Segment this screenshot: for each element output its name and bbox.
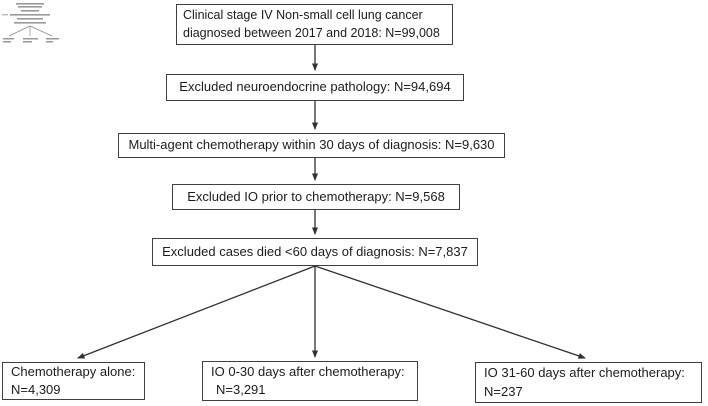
flow-box-text: IO 0-30 days after chemotherapy: xyxy=(211,363,405,379)
flow-box-text: Excluded neuroendocrine pathology: N=94,… xyxy=(179,79,451,95)
flow-box-io-0-30-days: IO 0-30 days after chemotherapy: N=3,291 xyxy=(202,361,418,401)
flow-box-stage-iv: Clinical stage IV Non-small cell lung ca… xyxy=(176,4,453,45)
arrow-died60-to-io3160 xyxy=(314,265,586,359)
flow-box-multi-agent-chemotherapy: Multi-agent chemotherapy within 30 days … xyxy=(118,133,505,158)
flow-box-text: Chemotherapy alone: xyxy=(11,363,136,379)
flow-box-text: diagnosed between 2017 and 2018: N=99,00… xyxy=(183,25,440,40)
flow-box-text: Excluded IO prior to chemotherapy: N=9,5… xyxy=(187,188,445,204)
flow-box-text: N=4,309 xyxy=(11,382,61,397)
flow-box-excluded-io-prior: Excluded IO prior to chemotherapy: N=9,5… xyxy=(172,184,460,210)
flow-box-text: N=3,291 xyxy=(216,382,266,397)
mini-flowchart-thumbnail xyxy=(2,3,59,43)
flow-box-excluded-neuroendocrine: Excluded neuroendocrine pathology: N=94,… xyxy=(166,74,464,101)
flow-box-chemotherapy-alone: Chemotherapy alone: N=4,309 xyxy=(2,362,145,400)
flow-box-text: Clinical stage IV Non-small cell lung ca… xyxy=(183,7,423,22)
flow-box-text: IO 31-60 days after chemotherapy: xyxy=(484,365,685,381)
flow-box-io-31-60-days: IO 31-60 days after chemotherapy: N=237 xyxy=(475,362,702,403)
arrow-died60-to-chemoalone xyxy=(77,265,316,359)
flow-box-text: N=237 xyxy=(484,383,523,399)
flow-box-text: Multi-agent chemotherapy within 30 days … xyxy=(128,137,495,153)
flow-box-excluded-died-60-days: Excluded cases died <60 days of diagnosi… xyxy=(152,238,478,266)
flow-box-text: Excluded cases died <60 days of diagnosi… xyxy=(162,243,468,259)
